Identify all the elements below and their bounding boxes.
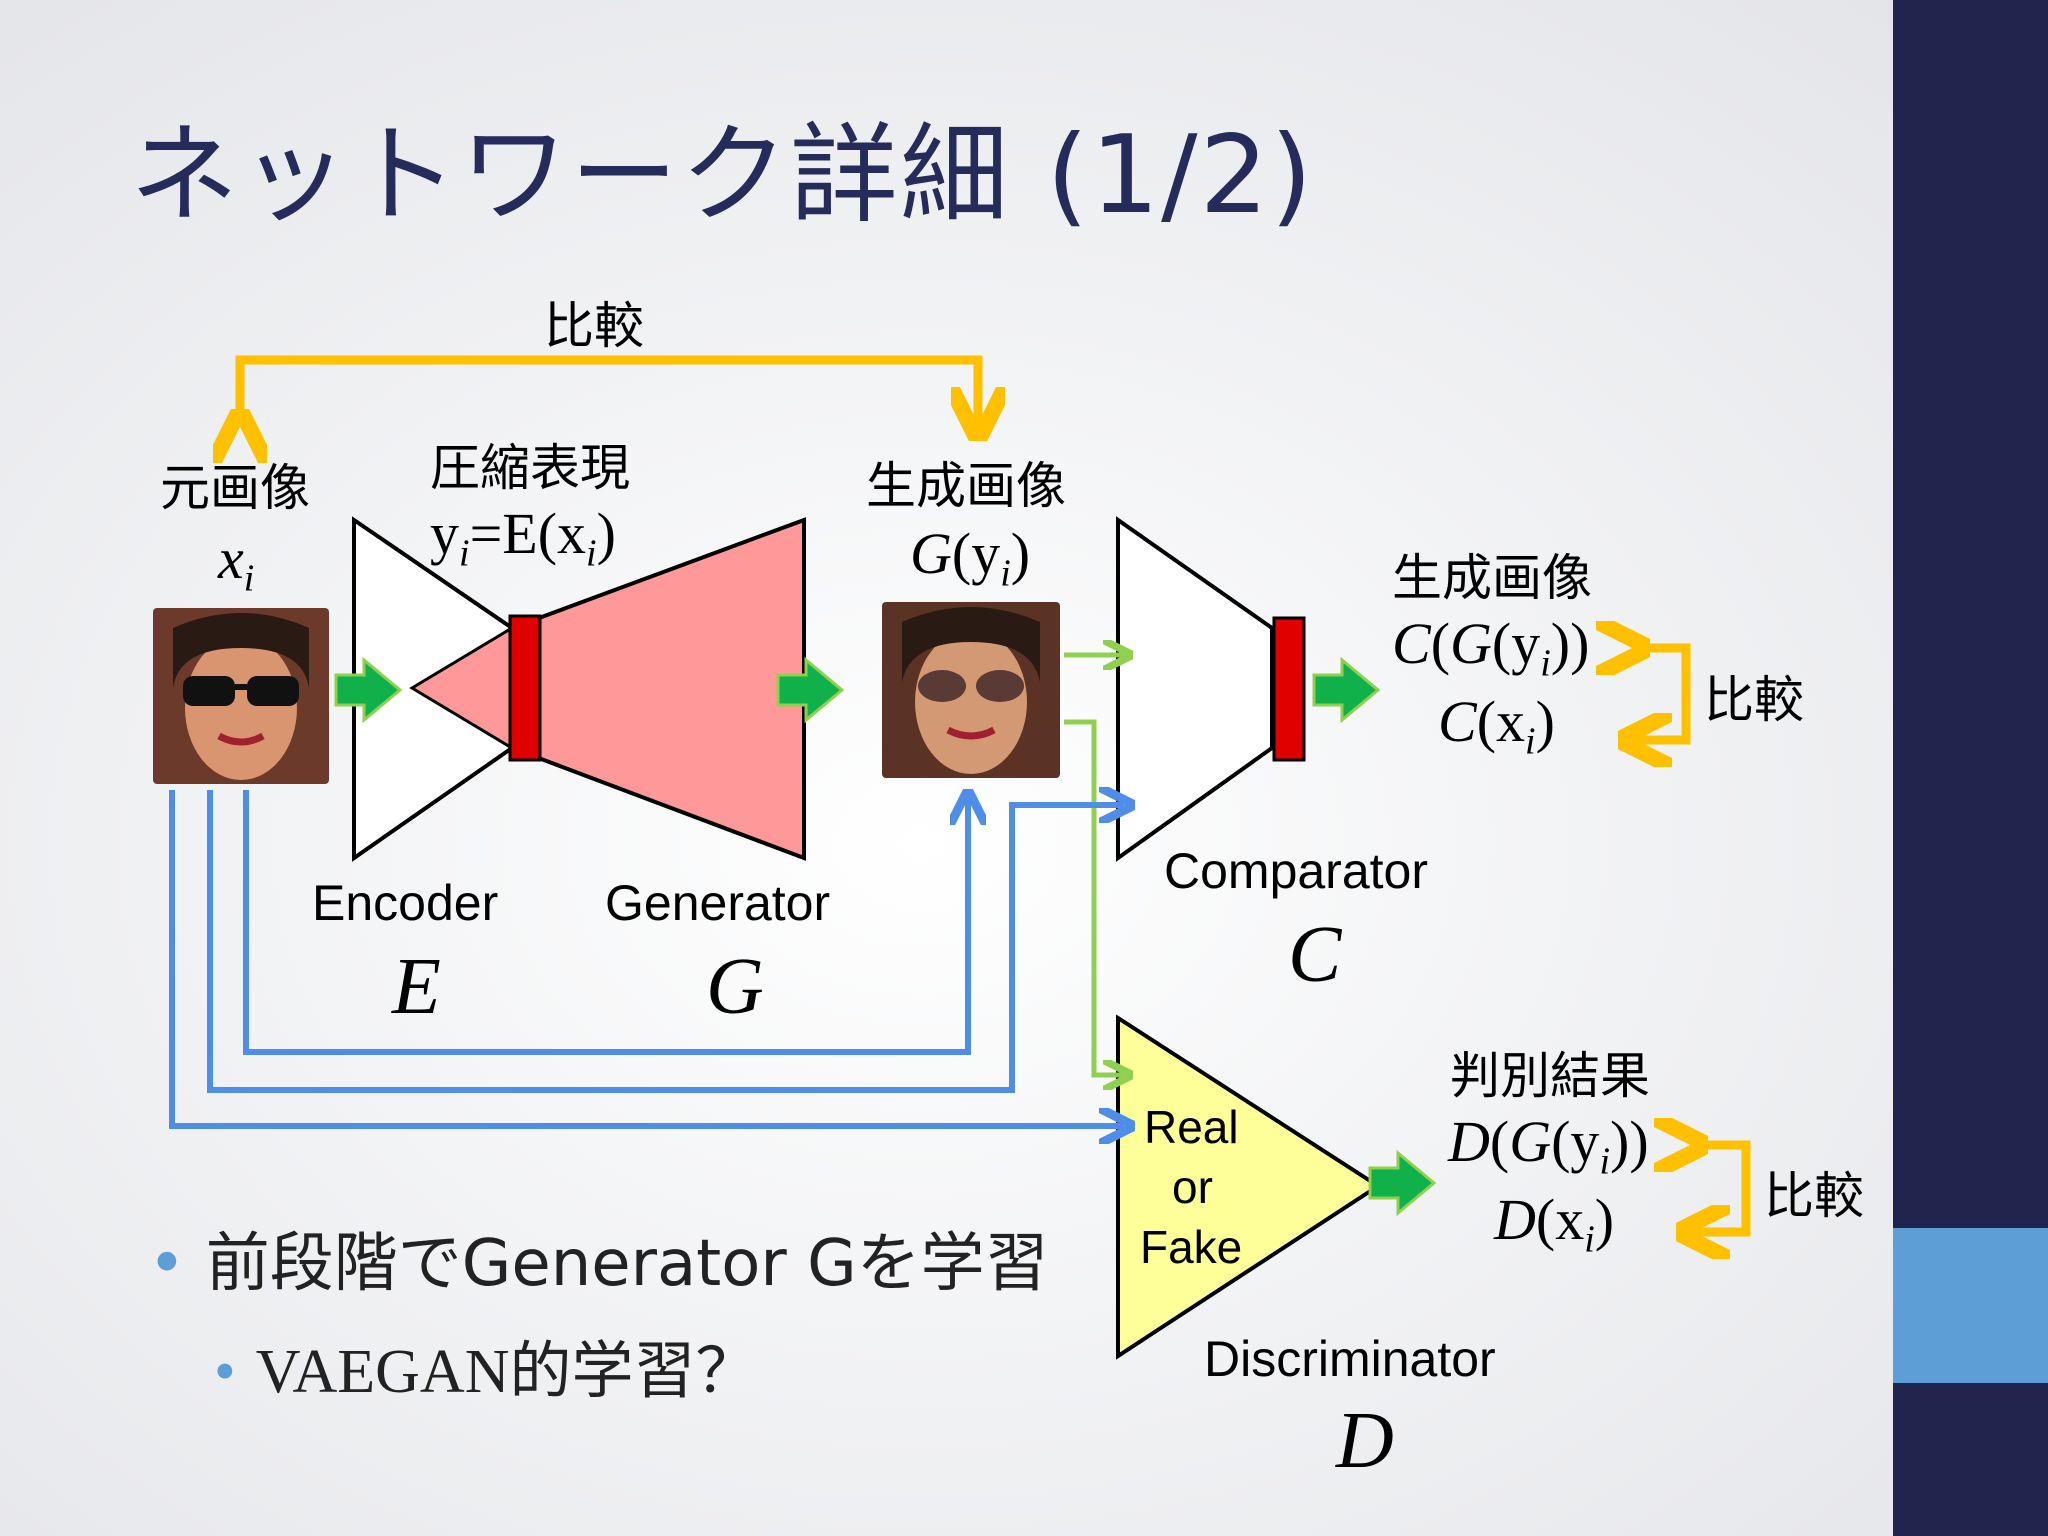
comparator-output-label: 生成画像 <box>1392 549 1592 607</box>
discriminator-inner-or: or <box>1172 1161 1213 1213</box>
latent-bar <box>508 614 542 762</box>
top-compare-label: 比較 <box>544 297 644 355</box>
compressed-math: yi=E(xi) <box>430 501 616 575</box>
generated-image-math: G(yi) <box>910 521 1031 595</box>
discriminator-output-2: D(xi) <box>1494 1187 1615 1261</box>
discriminator-shape <box>1116 1014 1382 1360</box>
bullet-dot-sub: • <box>214 1338 236 1406</box>
generator-symbol: G <box>706 943 764 1031</box>
bullet-sub: • VAEGAN的学習？ <box>214 1320 757 1410</box>
compressed-label: 圧縮表現 <box>430 439 630 497</box>
discriminator-output-1: D(G(yi)) <box>1448 1109 1649 1183</box>
discriminator-symbol: D <box>1336 1397 1394 1485</box>
discriminator-inner-real: Real <box>1144 1101 1239 1153</box>
comparator-compare-bracket <box>1634 648 1691 740</box>
network-diagram <box>169 355 1751 1360</box>
original-face-image <box>153 608 329 784</box>
original-image-math: xi <box>218 526 255 600</box>
discriminator-label: Discriminator <box>1204 1331 1496 1387</box>
top-compare-arrow <box>240 355 978 425</box>
flow-arrow-3 <box>1312 656 1381 724</box>
blue-arrow-to-comparator <box>207 790 1124 1093</box>
blue-arrow-to-generated <box>243 790 968 1055</box>
comparator-label: Comparator <box>1164 843 1428 899</box>
bullet-sub-text: VAEGAN的学習？ <box>255 1338 758 1406</box>
blue-arrow-to-discriminator <box>169 790 1124 1126</box>
generated-face-image <box>882 602 1060 778</box>
comparator-output-1: C(G(yi)) <box>1392 611 1590 685</box>
comparator-output-2: C(xi) <box>1438 689 1555 763</box>
bullet-dot: • <box>148 1227 186 1301</box>
comparator-bar <box>1272 616 1306 762</box>
generated-image-label: 生成画像 <box>866 457 1066 515</box>
flow-arrow-1 <box>334 656 403 724</box>
sidebar-accent <box>1893 1228 2048 1383</box>
generator-label: Generator <box>605 875 831 931</box>
flow-arrow-2 <box>776 656 845 724</box>
bullet-main: • 前段階でGenerator Gを学習 <box>148 1212 1049 1304</box>
comparator-compare-label: 比較 <box>1704 671 1804 729</box>
encoder-symbol: E <box>392 943 441 1031</box>
slide-title: ネットワーク詳細 (1/2) <box>130 113 1315 238</box>
flow-arrow-4 <box>1368 1149 1437 1217</box>
encoder-label: Encoder <box>312 875 499 931</box>
green-arrow-to-discriminator <box>1064 719 1124 1075</box>
bullet-main-text: 前段階でGenerator Gを学習 <box>205 1227 1049 1301</box>
discriminator-output-label: 判別結果 <box>1450 1047 1650 1105</box>
comparator-symbol: C <box>1288 911 1342 999</box>
discriminator-inner-fake: Fake <box>1140 1221 1243 1273</box>
discriminator-compare-bracket <box>1692 1145 1751 1232</box>
comparator-shape <box>1116 516 1274 862</box>
original-image-label: 元画像 <box>160 459 310 517</box>
discriminator-compare-label: 比較 <box>1764 1167 1864 1225</box>
